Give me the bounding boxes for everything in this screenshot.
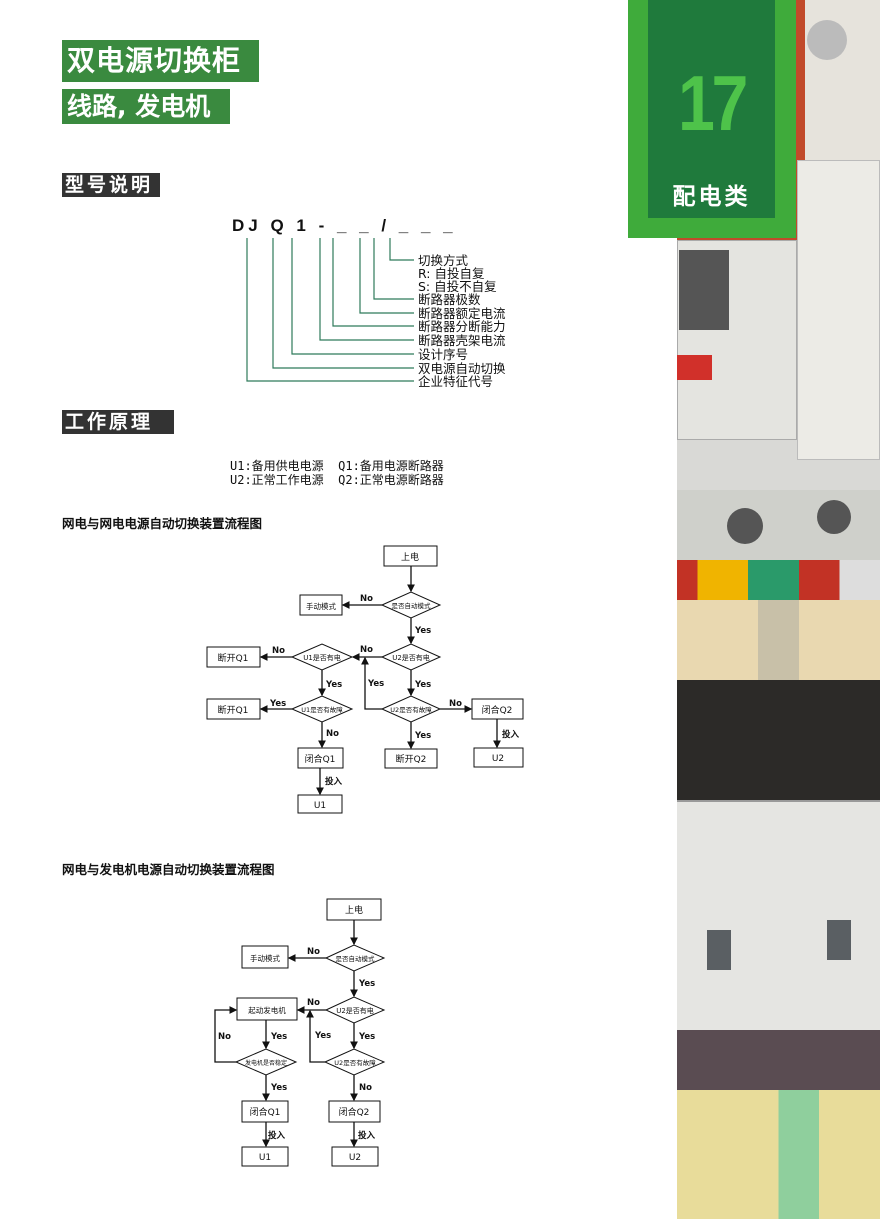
f2-start-gen: 起动发电机 (248, 1005, 286, 1015)
f1-label: Yes (414, 680, 431, 690)
f2-label: 投入 (268, 1130, 286, 1141)
f2-manual: 手动模式 (250, 953, 280, 963)
f1-u2: U2 (492, 754, 504, 764)
f1-u2-power: U2是否有电 (392, 653, 430, 662)
model-label: 断路器极数 (418, 292, 481, 307)
category-label: 配电类 (672, 184, 751, 210)
f2-u1: U1 (259, 1153, 271, 1163)
f1-u1-fault-diamond (290, 695, 354, 723)
f1-label: 投入 (502, 729, 520, 740)
page-number: 17 (678, 59, 748, 147)
model-label: 断路器额定电流 (418, 306, 506, 321)
category-panel-inner (648, 0, 775, 218)
f2-label: 投入 (358, 1130, 376, 1141)
f1-close-q1: 闭合Q1 (305, 753, 336, 765)
f2-u2-power-diamond (324, 996, 386, 1024)
model-code: DJ Q 1 - _ _ / _ _ _ (232, 216, 457, 235)
f2-u2-power: U2是否有电 (336, 1006, 374, 1015)
model-label: 双电源自动切换 (418, 361, 506, 376)
f2-label: No (359, 1083, 372, 1093)
flowcharts: 上电 是否自动模式 手动模式 U2是否有电 U1是否有电 断开Q1 U1是否有故… (206, 545, 524, 1167)
page-subtitle: 线路, 发电机 (62, 89, 230, 124)
model-label: 断路器壳架电流 (418, 333, 506, 348)
f1-label: No (360, 594, 373, 604)
f2-auto-mode: 是否自动模式 (336, 954, 376, 963)
model-label: S: 自投不自复 (418, 279, 497, 294)
f2-u2: U2 (349, 1153, 361, 1163)
model-label: 设计序号 (418, 347, 469, 362)
model-tree-lines (246, 238, 414, 382)
f2-auto-mode-diamond (324, 944, 386, 972)
legend-line: U2:正常工作电源 Q2:正常电源断路器 (230, 473, 444, 487)
f1-label: Yes (269, 699, 286, 709)
f1-label: Yes (414, 731, 431, 741)
page-title: 双电源切换柜 (62, 40, 259, 82)
f1-auto-mode-diamond (380, 591, 442, 619)
f1-label: Yes (325, 680, 342, 690)
model-heading: 型号说明 (62, 173, 160, 197)
f2-label: Yes (314, 1031, 331, 1041)
f1-label: 投入 (325, 776, 343, 787)
f2-label: Yes (270, 1032, 287, 1042)
f1-open-q1: 断开Q1 (218, 704, 249, 716)
model-label: R: 自投自复 (418, 266, 485, 281)
f1-label: Yes (414, 626, 431, 636)
model-label: 切换方式 (418, 253, 469, 268)
f1-u1-fault: U1是否有故障 (301, 705, 343, 714)
f2-close-q1: 闭合Q1 (250, 1106, 281, 1118)
f2-power-on: 上电 (345, 904, 363, 916)
f2-label: No (307, 998, 320, 1008)
f2-label: Yes (270, 1083, 287, 1093)
flowchart2-heading: 网电与发电机电源自动切换装置流程图 (62, 862, 275, 877)
f1-u1: U1 (314, 801, 326, 811)
f2-u2-fault: U2是否有故障 (334, 1058, 376, 1067)
f1-u2-power-diamond (380, 643, 442, 671)
f1-label: No (449, 699, 462, 709)
principle-heading: 工作原理 (62, 410, 174, 434)
f2-gen-stable-diamond (234, 1048, 298, 1076)
flowchart1-heading: 网电与网电电源自动切换装置流程图 (62, 516, 263, 531)
f1-open-q1: 断开Q1 (218, 652, 249, 664)
f1-label: No (360, 645, 373, 655)
f2-gen-stable: 发电机是否稳定 (245, 1059, 287, 1067)
f1-label: Yes (367, 679, 384, 689)
f2-label: Yes (358, 979, 375, 989)
f2-u2-fault-diamond (323, 1048, 386, 1076)
f1-u1-power: U1是否有电 (303, 653, 341, 662)
model-label: 企业特征代号 (418, 374, 494, 389)
f1-close-q2: 闭合Q2 (482, 704, 513, 716)
f1-u2-fault: U2是否有故障 (390, 705, 432, 714)
legend-line: U1:备用供电电源 Q1:备用电源断路器 (230, 459, 444, 473)
f2-label: No (218, 1032, 231, 1042)
f1-power-on: 上电 (401, 551, 419, 563)
f2-label: Yes (358, 1032, 375, 1042)
f1-manual: 手动模式 (306, 601, 336, 611)
f1-open-q2: 断开Q2 (396, 753, 427, 765)
f1-label: No (326, 729, 339, 739)
f1-auto-mode: 是否自动模式 (392, 601, 432, 610)
f1-label: No (272, 646, 285, 656)
f2-close-q2: 闭合Q2 (339, 1106, 370, 1118)
model-label: 断路器分断能力 (418, 319, 506, 334)
f2-label: No (307, 947, 320, 957)
